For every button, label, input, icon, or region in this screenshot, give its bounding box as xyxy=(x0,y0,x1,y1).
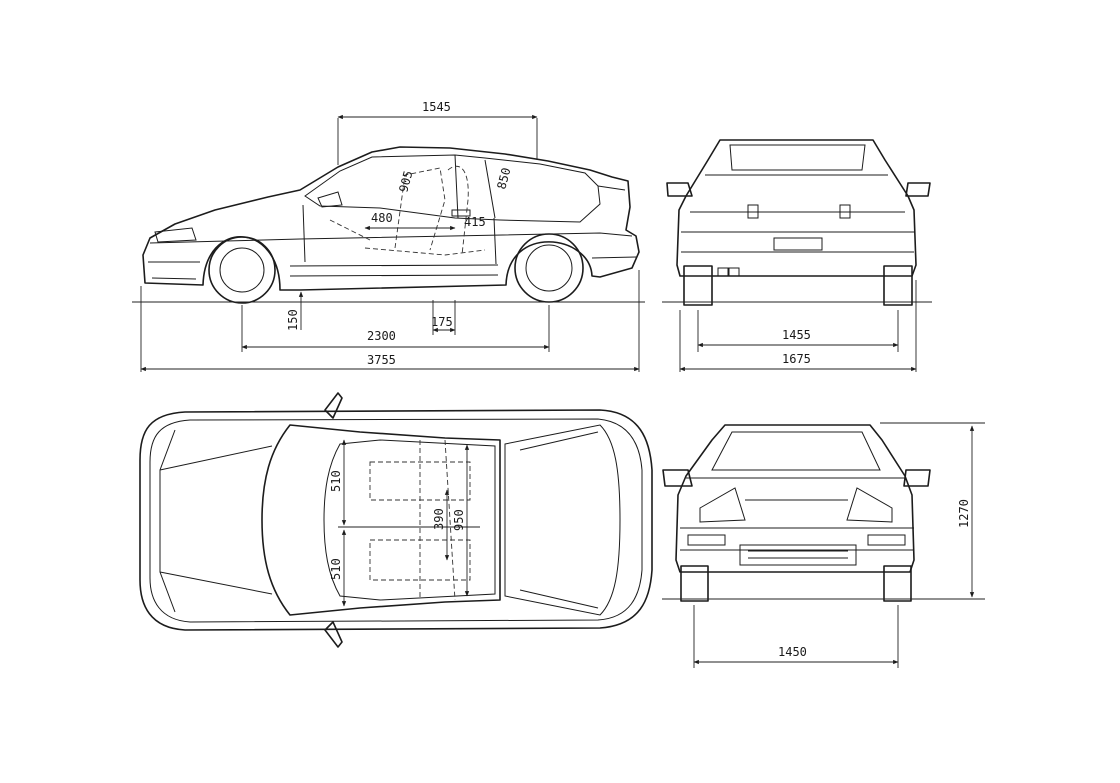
dim-top-510-b: 510 xyxy=(329,558,343,580)
side-front-wheel xyxy=(208,236,276,304)
top-body-outline xyxy=(139,409,653,631)
top-view: 510 510 390 950 xyxy=(139,392,653,648)
side-view: 1545 905 850 480 415 150 2300 175 3755 xyxy=(132,100,645,372)
dim-height: 1270 xyxy=(957,499,971,528)
top-rear-glass xyxy=(504,424,621,616)
dim-side-480: 480 xyxy=(371,211,393,225)
rear-body-outline xyxy=(676,139,917,277)
dim-top-390: 390 xyxy=(432,508,446,530)
front-body-outline xyxy=(675,424,915,573)
dim-overall-length: 3755 xyxy=(367,353,396,367)
dim-wheelbase: 2300 xyxy=(367,329,396,343)
dim-side-top: 1545 xyxy=(422,100,451,114)
dim-side-rear-diag: 850 xyxy=(494,166,513,191)
dim-side-seat-diag: 905 xyxy=(396,169,415,194)
side-rear-wheel xyxy=(514,233,584,303)
front-view: 1270 1450 xyxy=(662,422,985,668)
top-cabin xyxy=(261,424,501,616)
dim-top-510-a: 510 xyxy=(329,470,343,492)
dim-top-950: 950 xyxy=(452,509,466,531)
rear-view: 1455 1675 xyxy=(662,139,932,372)
dim-side-415: 415 xyxy=(464,215,486,229)
dim-front-track: 1450 xyxy=(778,645,807,659)
dim-rear-track: 1455 xyxy=(782,328,811,342)
dim-side-175: 175 xyxy=(431,315,453,329)
dim-overall-width: 1675 xyxy=(782,352,811,366)
dim-ground-clearance: 150 xyxy=(286,309,300,331)
